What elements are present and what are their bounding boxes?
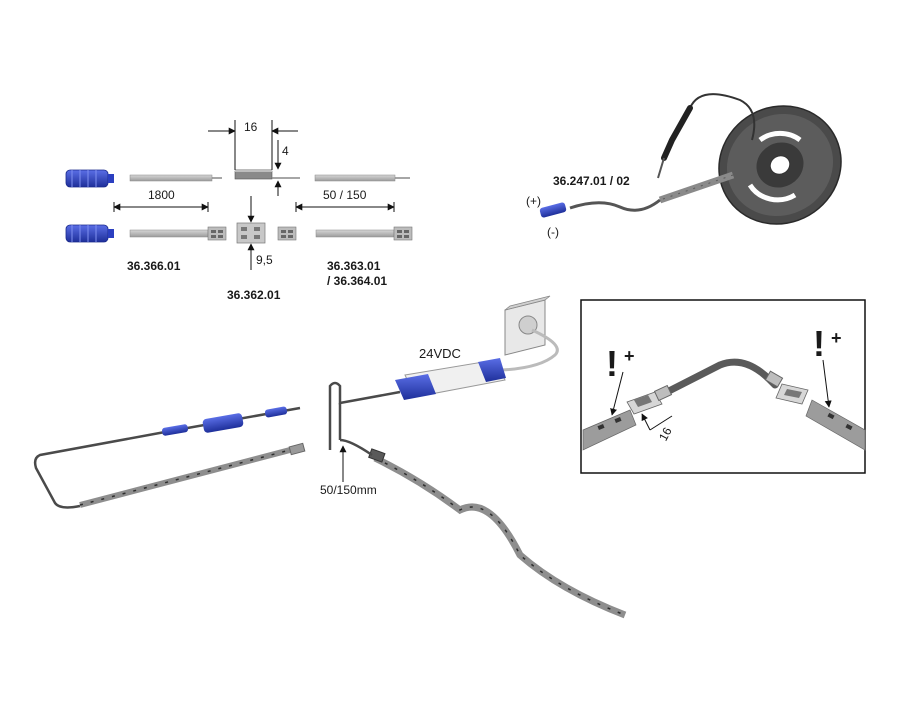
part-extension-cable-1: 36.363.01 [327,259,381,273]
strip-spacing-label: 50/150mm [320,483,377,497]
part-connector-clip: 36.362.01 [227,288,281,302]
polarity-plus: (+) [526,194,541,208]
supply-cable-bottom [65,224,227,243]
dim-connector-width: 16 [244,120,258,134]
dim-cable-short-length: 50 / 150 [323,188,367,202]
extension-cable-bottom [277,226,413,241]
connector-clip [236,222,266,244]
part-soldering-set: 36.247.01 / 02 [553,174,630,188]
soldering-reel-illustration: 36.247.01 / 02 (+) (-) [526,93,842,239]
extension-cable-top [314,174,410,182]
polarity-minus: (-) [547,225,559,239]
driver-box [395,358,506,400]
warning-plus-right: + [831,328,842,348]
warning-plus-left: + [624,346,635,366]
installation-overview: 24VDC 50/150mm [33,295,627,619]
detail-inset: 16 ! + ! + [580,299,866,474]
wall-socket-icon [504,295,551,356]
driver-voltage-label: 24VDC [419,346,461,361]
inset-frame [580,299,866,474]
connector-side-view [234,169,300,180]
dim-clip-width: 9,5 [256,253,273,267]
supply-cable-top [65,169,222,188]
dim-connector-height: 4 [282,144,289,158]
component-drawings: 16 4 [65,120,413,302]
part-extension-cable-2: / 36.364.01 [327,274,387,288]
inset-dim-width: 16 [656,425,675,444]
part-supply-cable: 36.366.01 [127,259,181,273]
dim-cable-length: 1800 [148,188,175,202]
warning-icon-right: ! [813,323,825,364]
warning-icon-left: ! [606,343,618,384]
